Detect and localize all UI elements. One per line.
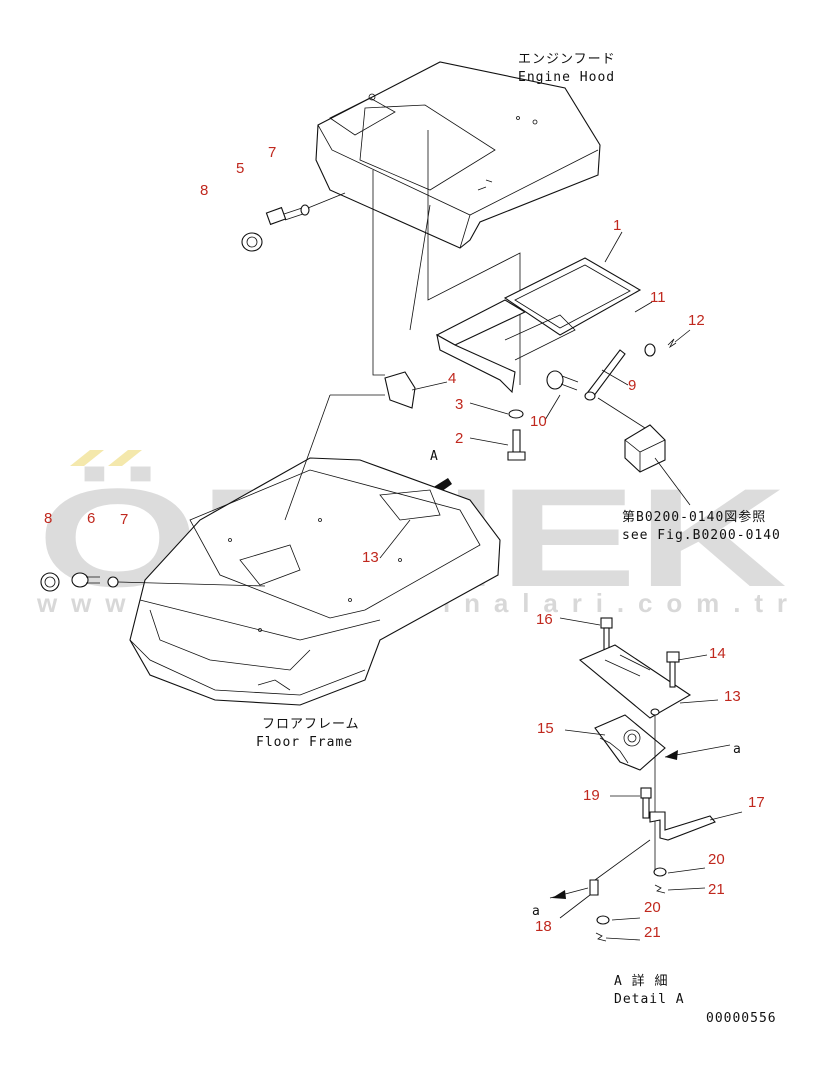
see-ref-jp: 第B0200-0140図参照: [622, 509, 766, 525]
clip-21-lower: [595, 932, 607, 942]
bolt-6: [71, 572, 100, 588]
callout-3: 3: [455, 396, 463, 413]
document-number: 00000556: [706, 1011, 777, 1026]
engine-hood-label-jp: エンジンフード: [518, 52, 616, 67]
watermark-accent-left: [70, 450, 104, 466]
clip-12: [667, 338, 677, 349]
nut-8-upper: [241, 232, 263, 252]
callout-2: 2: [455, 430, 463, 447]
callout-10: 10: [530, 413, 547, 430]
ref-a-lower: a: [532, 904, 541, 919]
washer-3: [508, 409, 524, 419]
detail-a-label-jp: A 詳 細: [614, 973, 668, 989]
callout-numbers: 1 2 3 4 5 6 7 7 8 8 9 10 11 12 13 13 14 …: [44, 144, 765, 941]
engine-hood-drawing: [315, 61, 601, 249]
bracket-18: [589, 879, 599, 896]
callout-18: 18: [535, 918, 552, 935]
callout-7-upper: 7: [268, 144, 276, 161]
floor-frame-label-jp: フロアフレーム: [262, 717, 360, 732]
callout-15: 15: [537, 720, 554, 737]
callout-20-lower: 20: [644, 899, 661, 916]
callout-6: 6: [87, 510, 95, 527]
callout-9: 9: [628, 377, 636, 394]
callout-21-upper: 21: [708, 881, 725, 898]
lock-block: [624, 424, 666, 473]
callout-13-floor: 13: [362, 549, 379, 566]
washer-20-lower: [596, 915, 610, 925]
floor-frame-drawing: [129, 457, 501, 706]
callout-12: 12: [688, 312, 705, 329]
frame-1-drawing: [435, 257, 642, 394]
bracket-4: [384, 371, 416, 409]
bolt-2: [507, 429, 526, 461]
callout-4: 4: [448, 370, 456, 387]
washer-11: [644, 343, 656, 357]
view-a-label: A: [430, 449, 439, 464]
see-ref-en: see Fig.B0200-0140: [622, 528, 781, 543]
ref-a-upper: a: [733, 742, 742, 757]
damper-9: [587, 349, 626, 398]
callout-19: 19: [583, 787, 600, 804]
callout-20-upper: 20: [708, 851, 725, 868]
bolt-14: [666, 651, 680, 688]
engine-hood-label-en: Engine Hood: [518, 70, 615, 85]
callout-8-upper: 8: [200, 182, 208, 199]
watermark-accent-right: [108, 450, 142, 466]
bracket-17: [649, 811, 716, 841]
callout-13-detail: 13: [724, 688, 741, 705]
callout-8-lower: 8: [44, 510, 52, 527]
floor-frame-label-en: Floor Frame: [256, 735, 353, 750]
washer-7-upper: [300, 204, 310, 216]
callout-14: 14: [709, 645, 726, 662]
washer-20-upper: [653, 867, 667, 877]
bolt-5: [265, 206, 304, 226]
callout-21-lower: 21: [644, 924, 661, 941]
detail-a-label-en: Detail A: [614, 992, 685, 1007]
clip-21-upper: [654, 884, 666, 894]
bolt-19: [640, 787, 652, 819]
callout-7-lower: 7: [120, 511, 128, 528]
leader-lines: [379, 231, 743, 941]
striker-15: [594, 714, 666, 771]
callout-5: 5: [236, 160, 244, 177]
detail-a-drawing: [578, 617, 716, 942]
callout-16: 16: [536, 611, 553, 628]
bolt-10: [546, 370, 579, 391]
callout-1: 1: [613, 217, 621, 234]
nut-8-lower: [40, 572, 60, 592]
washer-7-lower: [107, 576, 119, 588]
callout-17: 17: [748, 794, 765, 811]
callout-11: 11: [650, 289, 666, 306]
